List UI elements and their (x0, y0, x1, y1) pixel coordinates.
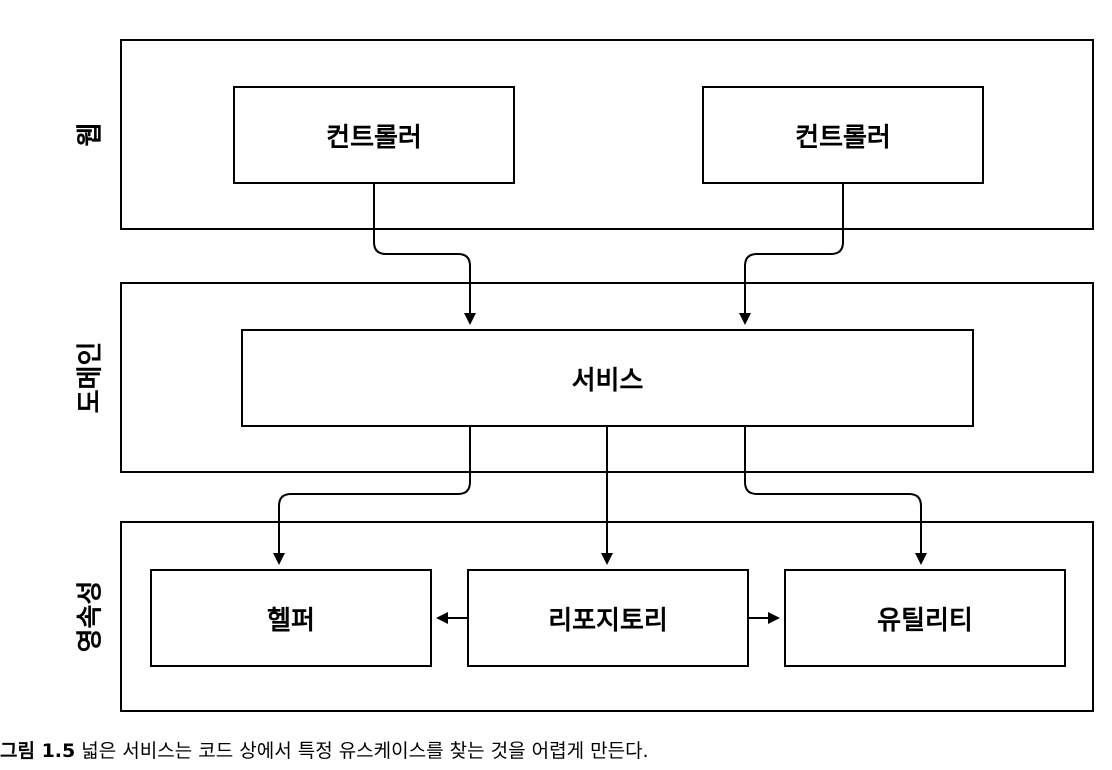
repository-box: 리포지토리 (467, 569, 749, 667)
utility-box: 유틸리티 (784, 569, 1066, 667)
arrow-controller-right-to-service (739, 184, 844, 325)
arrow-service-to-utility (744, 427, 927, 565)
figure-caption-text: 넓은 서비스는 코드 상에서 특정 유스케이스를 찾는 것을 어렵게 만든다. (81, 740, 649, 762)
figure-number: 그림 1.5 (0, 740, 76, 762)
figure-caption: 그림 1.5 넓은 서비스는 코드 상에서 특정 유스케이스를 찾는 것을 어렵… (0, 736, 649, 763)
helper-box: 헬퍼 (150, 569, 432, 667)
service-box: 서비스 (241, 329, 974, 427)
arrow-service-to-helper (273, 427, 471, 565)
controller-left-box: 컨트롤러 (233, 86, 515, 184)
arrow-controller-left-to-service (373, 184, 476, 325)
controller-right-box: 컨트롤러 (702, 86, 984, 184)
